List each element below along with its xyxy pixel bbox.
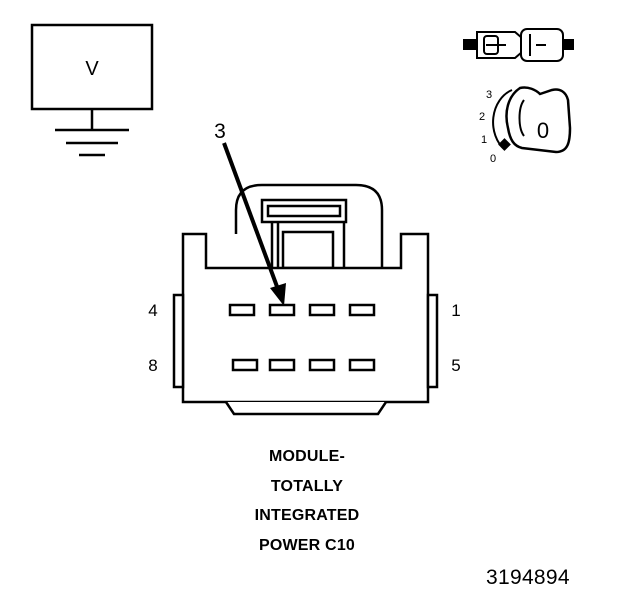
key-label: 0 xyxy=(537,118,549,143)
ground-icon xyxy=(55,109,129,157)
caption-line: POWER C10 xyxy=(258,536,356,554)
caption-line: TOTALLY xyxy=(270,477,344,495)
pin-label-1: 1 xyxy=(451,301,460,320)
voltmeter-label: V xyxy=(85,58,99,80)
connector-body xyxy=(172,183,439,416)
terminal-7 xyxy=(268,358,296,372)
terminal-1 xyxy=(348,303,376,317)
pin-label-8: 8 xyxy=(148,356,157,375)
terminal-8 xyxy=(231,358,259,372)
caption-line: INTEGRATED xyxy=(254,507,360,524)
figure-id: 3194894 xyxy=(486,566,570,589)
voltmeter-box xyxy=(30,23,154,111)
callout-arrow xyxy=(222,142,286,306)
terminal-3 xyxy=(268,303,296,317)
key-position-0: 0 xyxy=(490,153,496,165)
key-position-1: 1 xyxy=(481,134,487,146)
key-position-2: 2 xyxy=(479,111,485,123)
connector-caption: MODULE- TOTALLY INTEGRATED POWER C10 xyxy=(207,442,407,560)
voltmeter-symbol: V xyxy=(30,23,154,157)
key-position-3: 3 xyxy=(486,89,492,101)
connector-view-icon xyxy=(463,28,574,62)
terminal-4 xyxy=(228,303,256,317)
terminal-cavities xyxy=(228,303,376,372)
terminal-6 xyxy=(308,358,336,372)
terminal-2 xyxy=(308,303,336,317)
terminal-5 xyxy=(348,358,376,372)
key-switch-icon: 3 2 1 0 0 xyxy=(479,86,572,165)
caption-line: MODULE- xyxy=(268,448,346,465)
pin-label-5: 5 xyxy=(451,356,460,375)
callout-label: 3 xyxy=(214,120,226,143)
pin-label-4: 4 xyxy=(148,301,157,320)
